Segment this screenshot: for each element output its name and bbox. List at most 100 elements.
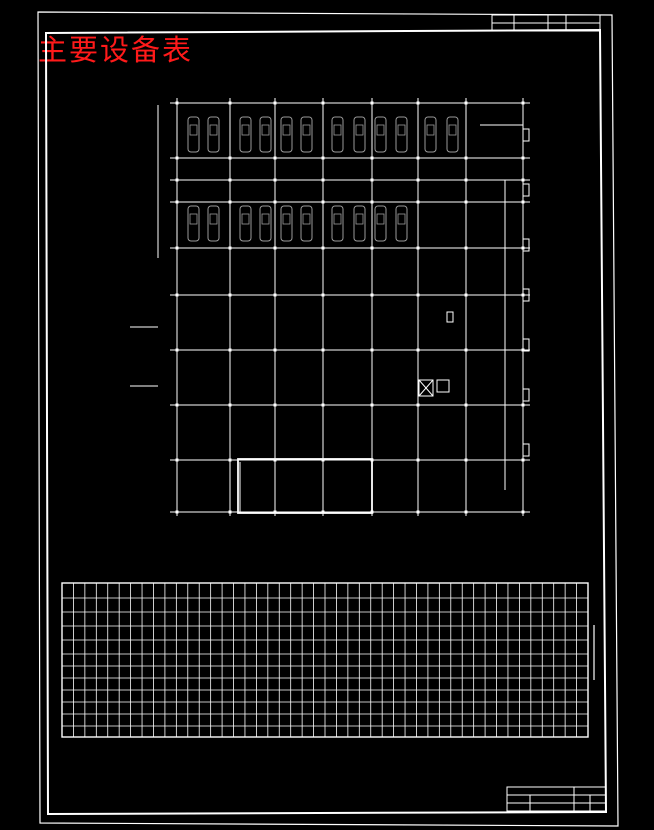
car-space (300, 205, 313, 242)
column-node (321, 348, 325, 352)
car-window (209, 213, 218, 225)
column-node (228, 156, 232, 160)
car-space (331, 205, 344, 242)
column-node (464, 200, 468, 204)
car-outline (353, 116, 366, 153)
car-space (353, 116, 366, 153)
column-node (416, 403, 420, 407)
car-window (209, 124, 218, 136)
column-node (321, 178, 325, 182)
car-space (446, 116, 459, 153)
car-outline (331, 116, 344, 153)
car-outline (239, 205, 252, 242)
equipment-schedule-table (61, 582, 595, 738)
column-node (228, 293, 232, 297)
car-space (280, 116, 293, 153)
car-space (207, 116, 220, 153)
car-space (239, 205, 252, 242)
parking-spaces (187, 116, 459, 242)
car-window (448, 124, 457, 136)
column-bracket (523, 238, 530, 252)
column-node (521, 178, 525, 182)
car-outline (446, 116, 459, 153)
ramp-area (237, 458, 373, 514)
column-node (416, 246, 420, 250)
car-window (397, 213, 406, 225)
column-node (321, 101, 325, 105)
column-node (228, 246, 232, 250)
elevator-cross (418, 379, 434, 397)
car-window (426, 124, 435, 136)
column-node (416, 200, 420, 204)
column-node (370, 246, 374, 250)
column-node (321, 510, 325, 514)
column-node (228, 510, 232, 514)
column-node (175, 246, 179, 250)
car-space (187, 205, 200, 242)
car-outline (207, 116, 220, 153)
car-window (355, 124, 364, 136)
column-node (416, 156, 420, 160)
column-node (273, 458, 277, 462)
column-node (370, 200, 374, 204)
column-node (228, 200, 232, 204)
column-node (175, 156, 179, 160)
car-outline (239, 116, 252, 153)
column-node (273, 200, 277, 204)
car-outline (331, 205, 344, 242)
car-outline (280, 205, 293, 242)
column-node (521, 293, 525, 297)
title-block-top-right (491, 14, 601, 32)
car-outline (187, 205, 200, 242)
car-window (376, 124, 385, 136)
column-node (321, 403, 325, 407)
car-space (259, 116, 272, 153)
column-node (521, 348, 525, 352)
shaft-box (436, 379, 450, 393)
column-node (273, 403, 277, 407)
column-node (416, 178, 420, 182)
column-node (416, 458, 420, 462)
column-node (175, 348, 179, 352)
column-node (273, 348, 277, 352)
column-node (228, 403, 232, 407)
column-node (175, 178, 179, 182)
column-node (464, 293, 468, 297)
shaft-box (446, 311, 454, 323)
column-node (464, 458, 468, 462)
car-space (207, 205, 220, 242)
column-node (370, 178, 374, 182)
column-bracket (523, 183, 530, 197)
column-node (416, 101, 420, 105)
column-node (273, 246, 277, 250)
column-node (370, 293, 374, 297)
title-block-bottom-right (506, 786, 607, 812)
column-node (521, 200, 525, 204)
column-bracket (523, 443, 530, 457)
car-space (353, 205, 366, 242)
car-window (282, 213, 291, 225)
car-space (331, 116, 344, 153)
sheet-frame (37, 11, 619, 827)
car-outline (395, 205, 408, 242)
column-node (416, 348, 420, 352)
car-window (333, 213, 342, 225)
column-node (228, 178, 232, 182)
column-node (321, 200, 325, 204)
car-space (239, 116, 252, 153)
car-window (355, 213, 364, 225)
column-node (370, 156, 374, 160)
column-node (370, 348, 374, 352)
car-outline (300, 116, 313, 153)
car-window (261, 124, 270, 136)
car-space (300, 116, 313, 153)
column-node (175, 293, 179, 297)
column-node (464, 510, 468, 514)
column-node (273, 101, 277, 105)
car-window (333, 124, 342, 136)
drawing-title: 主要设备表 (38, 33, 194, 67)
car-space (187, 116, 200, 153)
parking-floor-plan (130, 98, 530, 516)
car-space (395, 205, 408, 242)
